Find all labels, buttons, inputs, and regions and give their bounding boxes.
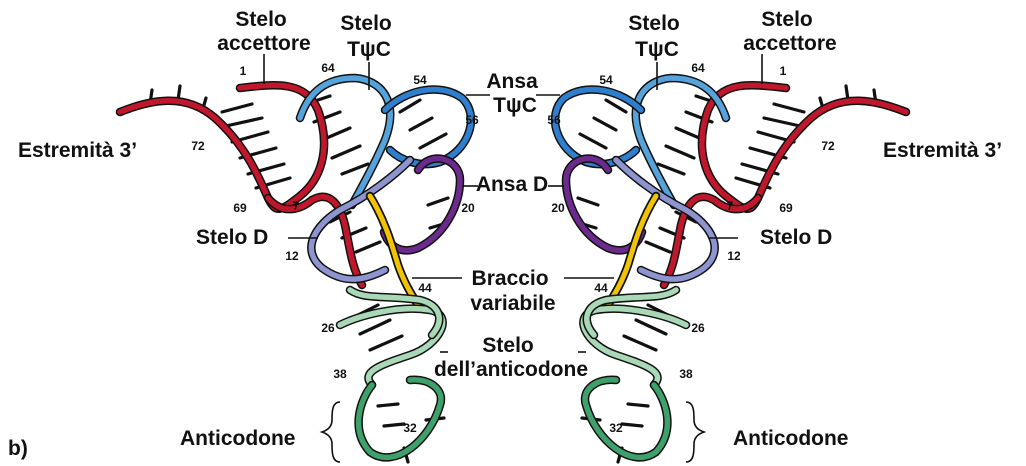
residue-number-1: 1 — [240, 64, 247, 78]
residue-number-12: 12 — [285, 249, 299, 263]
base-pair-bar — [226, 118, 262, 126]
trna-molecule-right: 1 7 12 20 26 32 38 44 54 56 64 69 72 — [536, 54, 906, 462]
base-pair-bar — [594, 118, 616, 130]
base-pair-bar — [342, 164, 368, 174]
base-pair-bar — [774, 104, 804, 112]
residue-number-20: 20 — [551, 201, 565, 215]
label-anticodone-left: Anticodone — [180, 427, 296, 450]
residue-number-32: 32 — [403, 421, 417, 435]
acceptor-strand — [702, 85, 906, 209]
residue-number-64: 64 — [321, 61, 335, 75]
acceptor-strand — [120, 85, 324, 209]
base-pair-bar — [378, 404, 398, 406]
base-pair-bar — [400, 100, 420, 112]
trna-molecule-left: 1 7 12 20 26 32 38 44 54 56 64 69 72 — [120, 54, 490, 462]
residue-number-54: 54 — [413, 73, 427, 87]
base-pair-bar — [622, 424, 642, 426]
residue-number-1: 1 — [780, 64, 787, 78]
residue-number-44: 44 — [594, 281, 608, 295]
residue-number-12: 12 — [727, 249, 741, 263]
figure-panel-label: b) — [8, 437, 28, 460]
residue-number-38: 38 — [679, 367, 693, 381]
label-stelo-d-right: Stelo D — [760, 226, 832, 249]
residue-number-72: 72 — [191, 139, 205, 153]
residue-number-38: 38 — [333, 367, 347, 381]
label-ansa-tpsic: Ansa TψC — [486, 70, 543, 117]
base-pair-bar — [384, 424, 404, 426]
base-pair-bar — [420, 134, 446, 148]
residue-number-54: 54 — [599, 73, 613, 87]
base-pair-bar — [580, 134, 606, 148]
residue-number-72: 72 — [821, 139, 835, 153]
residue-number-56: 56 — [547, 113, 561, 127]
label-stelo-tpsic-left: Stelo TψC — [340, 12, 397, 61]
base-pair-bar — [658, 164, 684, 174]
label-stelo-accettore-right: Stelo accettore — [743, 8, 836, 55]
base-pair-bar — [410, 118, 432, 130]
residue-number-20: 20 — [461, 201, 475, 215]
residue-number-32: 32 — [609, 421, 623, 435]
residue-number-64: 64 — [691, 61, 705, 75]
base-pair-bar — [356, 242, 380, 252]
base-pair-bar — [606, 100, 626, 112]
residue-number-69: 69 — [779, 201, 793, 215]
residue-number-44: 44 — [418, 281, 432, 295]
residue-number-7: 7 — [293, 199, 300, 213]
label-braccio-variabile: Braccio variabile — [470, 267, 555, 315]
label-stelo-tpsic-right: Stelo TψC — [628, 12, 685, 61]
residue-number-26: 26 — [321, 321, 335, 335]
base-pair-bar — [370, 336, 402, 350]
residue-number-7: 7 — [727, 199, 734, 213]
residue-number-69: 69 — [233, 201, 247, 215]
base-pair-bar — [578, 198, 598, 205]
label-anticodone-right: Anticodone — [733, 427, 849, 450]
base-pair-bar — [428, 198, 448, 205]
base-pair-bar — [636, 320, 666, 334]
label-ansa-d: Ansa D — [476, 173, 548, 196]
label-stelo-accettore-left: Stelo accettore — [217, 8, 310, 55]
residue-number-56: 56 — [465, 113, 479, 127]
label-estremita-3-right: Estremità 3’ — [883, 139, 1002, 162]
base-pair-bar — [764, 118, 800, 126]
base-pair-bar — [666, 146, 694, 158]
base-pair-bar — [628, 404, 648, 406]
brace-anticodone — [322, 402, 340, 462]
label-estremita-3-left: Estremità 3’ — [18, 139, 137, 162]
brace-anticodone — [686, 402, 704, 462]
residue-number-26: 26 — [691, 321, 705, 335]
label-stelo-d-left: Stelo D — [196, 226, 268, 249]
base-pair-bar — [222, 104, 252, 112]
label-stelo-anticodone: Stelo dell’anticodone — [434, 334, 588, 381]
base-pair-bar — [646, 242, 670, 252]
base-pair-bar — [624, 336, 656, 350]
base-pair-bar — [360, 320, 390, 334]
base-pair-bar — [332, 146, 360, 158]
